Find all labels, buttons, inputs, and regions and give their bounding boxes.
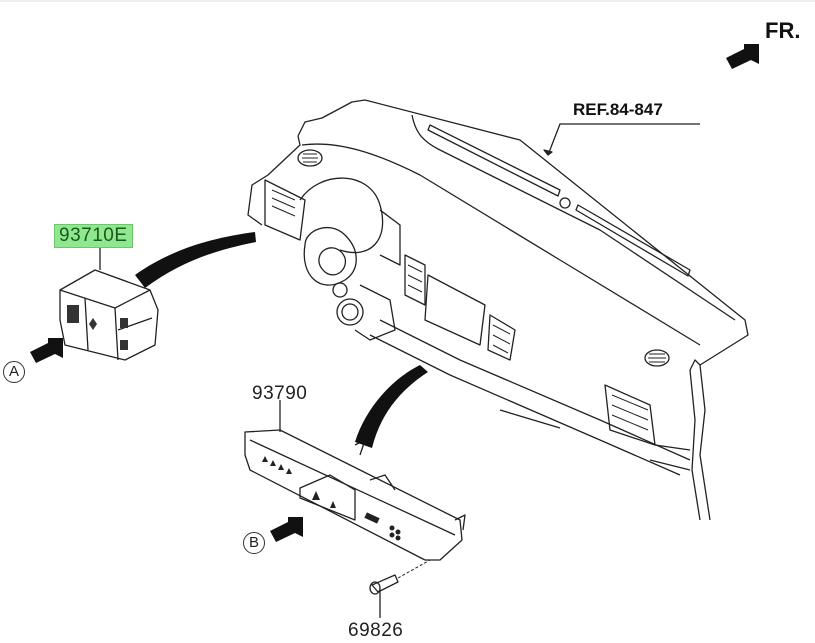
part-93710e-drawing (59, 246, 159, 361)
view-arrow-b (270, 517, 303, 542)
part-69826-drawing (369, 559, 431, 618)
reference-leader-line (547, 123, 700, 156)
top-border (0, 0, 815, 2)
part-label-69826[interactable]: 69826 (348, 620, 404, 641)
part-label-93710e[interactable]: 93710E (54, 224, 133, 248)
dashboard-panel (247, 99, 749, 521)
arrow-to-93790-location (355, 365, 428, 448)
view-marker-a: A (3, 361, 25, 383)
part-93790-drawing (244, 400, 466, 561)
view-marker-b: B (243, 532, 265, 554)
front-direction-label: FR. (765, 18, 801, 43)
arrow-to-93710e-location (135, 232, 256, 288)
view-arrow-a (30, 338, 63, 363)
reference-label: REF.84-847 (573, 100, 663, 119)
part-label-93790[interactable]: 93790 (252, 383, 308, 404)
front-direction-arrow (726, 44, 759, 69)
